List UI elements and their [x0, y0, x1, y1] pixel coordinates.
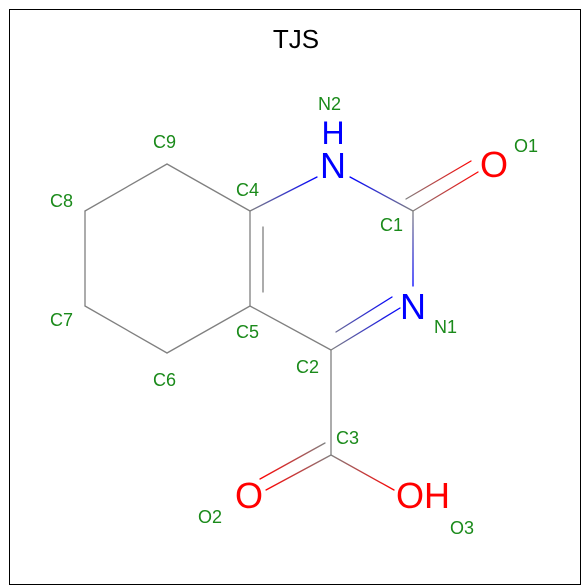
label-c7: C7 — [50, 310, 73, 330]
atom-o3-symbol: OH — [396, 475, 450, 516]
label-c3: C3 — [336, 428, 359, 448]
atom-o2-symbol: O — [235, 475, 263, 516]
bond-c1-o1 — [412, 171, 479, 212]
bond-c3-o2 — [265, 454, 332, 491]
diagram-title: TJS — [273, 24, 319, 54]
bond-c2-c5 — [249, 305, 332, 351]
atom-n2-symbol: N — [320, 145, 346, 186]
bonds — [84, 160, 479, 491]
bond-c1-o1-inner — [405, 160, 472, 200]
label-c8: C8 — [50, 191, 73, 211]
bond-c4-n2 — [249, 176, 318, 212]
atom-labels: N2 C9 O1 C4 C8 C1 C7 N1 C5 C2 C6 C3 O2 O… — [50, 94, 538, 538]
bond-c3-o3 — [330, 454, 395, 491]
bond-n1-c2-inner — [335, 296, 393, 333]
label-c2: C2 — [296, 357, 319, 377]
atom-n2-hydrogen: H — [321, 115, 344, 151]
bond-c8-c9 — [84, 163, 168, 212]
label-c5: C5 — [236, 322, 259, 342]
diagram-frame — [9, 9, 581, 585]
bond-c3-o2-inner — [259, 442, 326, 480]
label-c1: C1 — [380, 215, 403, 235]
bond-c6-c7 — [84, 305, 168, 354]
atom-o1-symbol: O — [480, 144, 508, 185]
label-c9: C9 — [153, 132, 176, 152]
label-c6: C6 — [153, 370, 176, 390]
bond-c9-c4 — [166, 163, 251, 212]
bond-n2-c1 — [349, 176, 414, 212]
atom-n1-symbol: N — [400, 286, 426, 327]
bond-n1-c2 — [330, 307, 401, 351]
label-o3: O3 — [450, 518, 474, 538]
bond-c5-c6 — [166, 305, 251, 354]
label-o2: O2 — [198, 507, 222, 527]
label-o1: O1 — [514, 136, 538, 156]
label-n1: N1 — [434, 317, 457, 337]
label-n2: N2 — [318, 94, 341, 114]
atom-symbols: H N N O O OH — [235, 115, 508, 516]
label-c4: C4 — [236, 180, 259, 200]
